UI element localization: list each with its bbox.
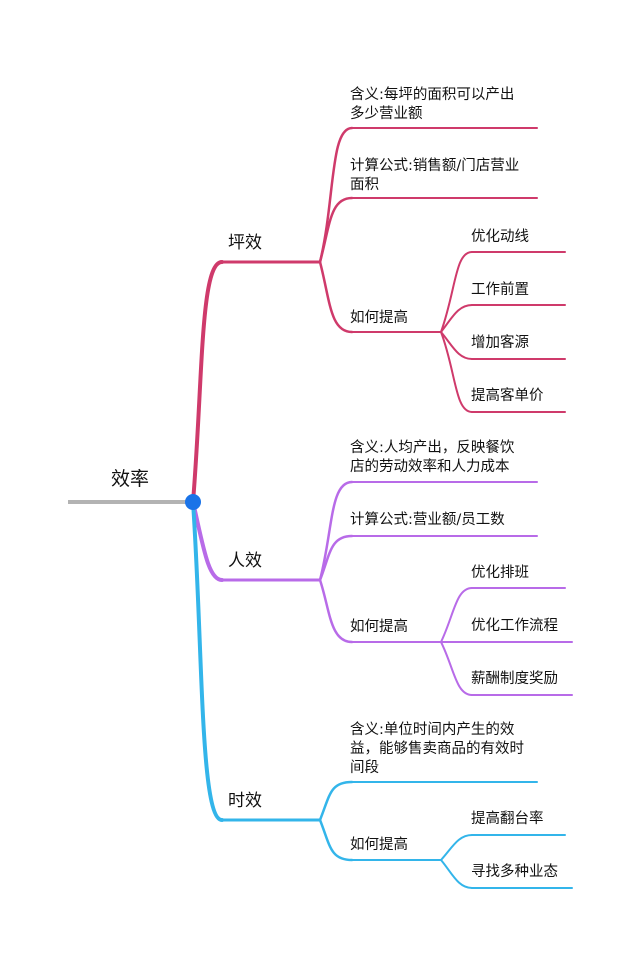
branch-shixiao-lines	[191, 500, 573, 889]
edge-ren-improve-1	[440, 587, 473, 643]
edge-root-renxiao	[191, 500, 224, 582]
edge-shixiao-meaning	[318, 780, 354, 822]
leaf-renxiao-2[interactable]: 优化工作流程	[471, 618, 558, 634]
edge-ping-improve-1	[440, 251, 473, 333]
node-renxiao-formula[interactable]: 计算公式:营业额/员工数	[350, 512, 505, 528]
edge-root-shixiao	[191, 500, 224, 822]
node-text-line: 益，能够售卖商品的有效时	[350, 741, 524, 757]
edge-shi-improve-2	[440, 859, 473, 889]
node-renxiao-improve[interactable]: 如何提高	[350, 619, 408, 635]
leaf-renxiao-1[interactable]: 优化排班	[471, 565, 529, 581]
edge-pingxiao-formula	[318, 196, 354, 264]
leaf-pingxiao-1[interactable]: 优化动线	[471, 229, 529, 245]
edge-renxiao-formula	[318, 534, 354, 582]
edge-ping-improve-4	[440, 331, 473, 413]
branch-label-shixiao[interactable]: 时效	[228, 791, 262, 811]
edge-shixiao-improve	[318, 818, 354, 862]
node-text-line: 间段	[350, 760, 379, 776]
edge-renxiao-improve	[318, 578, 354, 644]
root-label[interactable]: 效率	[111, 468, 150, 490]
node-text-line: 含义:人均产出，反映餐饮	[350, 440, 515, 456]
node-text-line: 店的劳动效率和人力成本	[350, 459, 510, 475]
branch-pingxiao-lines	[191, 126, 566, 504]
edge-ren-improve-3	[440, 641, 473, 696]
branch-label-pingxiao[interactable]: 坪效	[228, 233, 262, 253]
node-text-line: 面积	[350, 177, 379, 193]
node-shixiao-meaning[interactable]: 含义:单位时间内产生的效 益，能够售卖商品的有效时 间段	[350, 721, 524, 778]
node-pingxiao-improve[interactable]: 如何提高	[350, 310, 408, 326]
node-pingxiao-meaning[interactable]: 含义:每坪的面积可以产出 多少营业额	[350, 86, 514, 124]
branch-renxiao-lines	[191, 480, 573, 696]
leaf-renxiao-3[interactable]: 薪酬制度奖励	[471, 671, 558, 687]
node-pingxiao-formula[interactable]: 计算公式:销售额/门店营业 面积	[350, 157, 519, 195]
edge-pingxiao-improve	[318, 260, 354, 334]
leaf-shixiao-2[interactable]: 寻找多种业态	[471, 864, 558, 880]
node-text-line: 含义:单位时间内产生的效	[350, 722, 515, 738]
node-text-line: 含义:每坪的面积可以产出	[350, 87, 515, 103]
node-renxiao-meaning[interactable]: 含义:人均产出，反映餐饮 店的劳动效率和人力成本	[350, 439, 514, 477]
node-text-line: 多少营业额	[350, 106, 423, 122]
leaf-shixiao-1[interactable]: 提高翻台率	[471, 811, 544, 827]
edge-root-pingxiao	[191, 260, 224, 504]
branch-label-renxiao[interactable]: 人效	[228, 551, 262, 571]
edge-renxiao-meaning	[318, 480, 354, 582]
leaf-pingxiao-2[interactable]: 工作前置	[471, 282, 529, 298]
root-node-dot[interactable]	[185, 494, 201, 510]
node-shixiao-improve[interactable]: 如何提高	[350, 837, 408, 853]
edge-ping-improve-3	[440, 331, 473, 360]
leaf-pingxiao-3[interactable]: 增加客源	[471, 335, 529, 351]
edge-ping-improve-2	[440, 304, 473, 333]
leaf-pingxiao-4[interactable]: 提高客单价	[471, 388, 544, 404]
edge-shi-improve-1	[440, 834, 473, 861]
node-text-line: 计算公式:销售额/门店营业	[350, 158, 520, 174]
